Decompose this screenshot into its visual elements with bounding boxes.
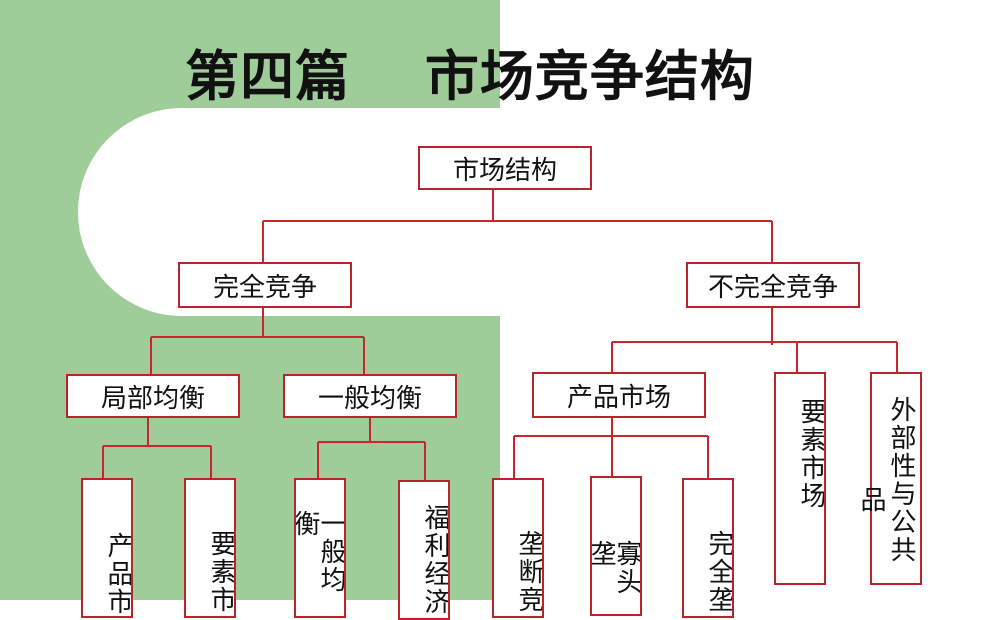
node-label: 不完全竞争	[707, 272, 838, 303]
node-label: 福利经济	[420, 504, 450, 616]
node-general-equilibrium: 一般均衡	[283, 374, 457, 418]
node-label: 垄断竞	[514, 530, 544, 614]
connector-lines	[102, 190, 898, 480]
node-market-structure: 市场结构	[418, 146, 592, 190]
node-factor-market: 要素市场	[774, 372, 826, 585]
node-label: 完全竞争	[212, 272, 317, 303]
node-label: 一般均衡	[317, 383, 422, 414]
node-monopolistic-competition-leaf: 垄断竞	[492, 478, 544, 618]
node-welfare-economics-leaf: 福利经济	[398, 480, 450, 620]
node-product-market: 产品市场	[532, 372, 706, 418]
node-partial-equilibrium: 局部均衡	[66, 374, 240, 418]
node-label: 局部均衡	[100, 383, 205, 414]
node-label: 寡头垄	[590, 540, 642, 596]
node-label-col2: 品	[856, 486, 886, 512]
node-label: 要素市	[206, 530, 236, 614]
node-label-col1: 外部性与公共	[886, 396, 916, 564]
node-imperfect-competition: 不完全竞争	[686, 262, 860, 308]
node-factor-market-leaf: 要素市	[184, 478, 236, 618]
node-perfect-competition: 完全竞争	[178, 262, 352, 308]
node-label: 要素市场	[796, 398, 826, 510]
node-pure-monopoly-leaf: 完全垄	[682, 478, 734, 618]
node-label: 完全垄	[704, 530, 734, 614]
node-label: 产品市	[103, 532, 133, 616]
node-general-equilibrium-leaf: 一般均衡	[294, 478, 346, 618]
node-label: 市场结构	[452, 155, 557, 186]
node-label: 一般均衡	[294, 510, 346, 594]
node-label: 产品市场	[566, 382, 671, 413]
slide-title: 第四篇 市场竞争结构	[185, 45, 755, 108]
node-product-market-leaf: 产品市	[81, 478, 133, 618]
node-oligopoly-leaf: 寡头垄	[590, 476, 642, 616]
node-externality-public-goods: 外部性与公共	[870, 372, 922, 585]
